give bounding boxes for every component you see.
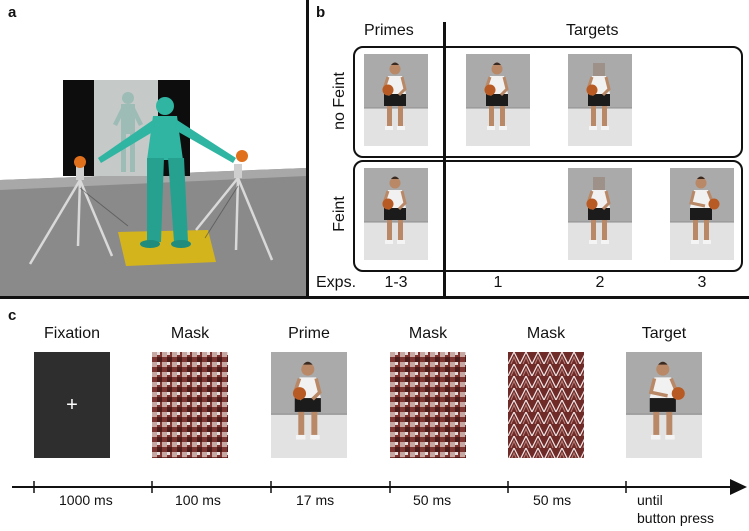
mask-screen-3 [508,352,584,458]
prime-photo-feint [364,168,428,260]
prime-photo-no-feint [364,54,428,146]
row-box-no-feint [353,46,743,158]
target-photo-no-feint-exp2 [568,54,632,146]
panel-divider-vertical [306,0,309,298]
duration-button-press: button press [637,510,715,526]
camera-marker-left [74,156,86,168]
duration-prime: 17 ms [296,492,335,508]
stimulus-label-mask-2: Mask [408,325,448,342]
prime-screen [271,352,347,458]
panel-letter-b: b [316,4,326,21]
target-photo-feint-exp2 [568,168,632,260]
row-label-no-feint: no Feint [331,72,348,130]
duration-until: until [637,492,663,508]
panel-divider-horizontal [0,296,749,299]
header-targets: Targets [566,22,619,39]
exp-1-label: 1 [493,274,503,291]
motion-capture-scene [0,20,306,296]
mask-screen-1 [152,352,228,458]
stimulus-label-prime: Prime [288,325,330,342]
row-label-feint: Feint [331,196,348,232]
stimulus-label-target: Target [641,325,687,342]
duration-mask-1: 100 ms [175,492,221,508]
duration-fixation: 1000 ms [59,492,113,508]
fixation-cross: + [66,394,78,416]
target-photo-feint-exp3 [670,168,734,260]
timeline-axis [12,476,747,498]
stimulus-label-fixation: Fixation [43,325,101,342]
exp-prime-label: 1-3 [384,274,408,291]
row-box-feint [353,160,743,272]
exp-3-label: 3 [697,274,707,291]
header-primes: Primes [364,22,414,39]
camera-marker-right [236,150,248,162]
stimulus-label-mask-1: Mask [170,325,210,342]
target-photo-no-feint-exp1 [466,54,530,146]
duration-mask-2: 50 ms [413,492,452,508]
teal-avatar [98,97,236,248]
panel-letter-a: a [8,4,17,21]
stimulus-label-mask-3: Mask [526,325,566,342]
fixation-screen: + [34,352,110,458]
exps-label: Exps. [316,274,357,291]
mask-screen-2 [390,352,466,458]
duration-mask-3: 50 ms [533,492,572,508]
exp-2-label: 2 [595,274,605,291]
target-screen [626,352,702,458]
panel-letter-c: c [8,307,17,324]
